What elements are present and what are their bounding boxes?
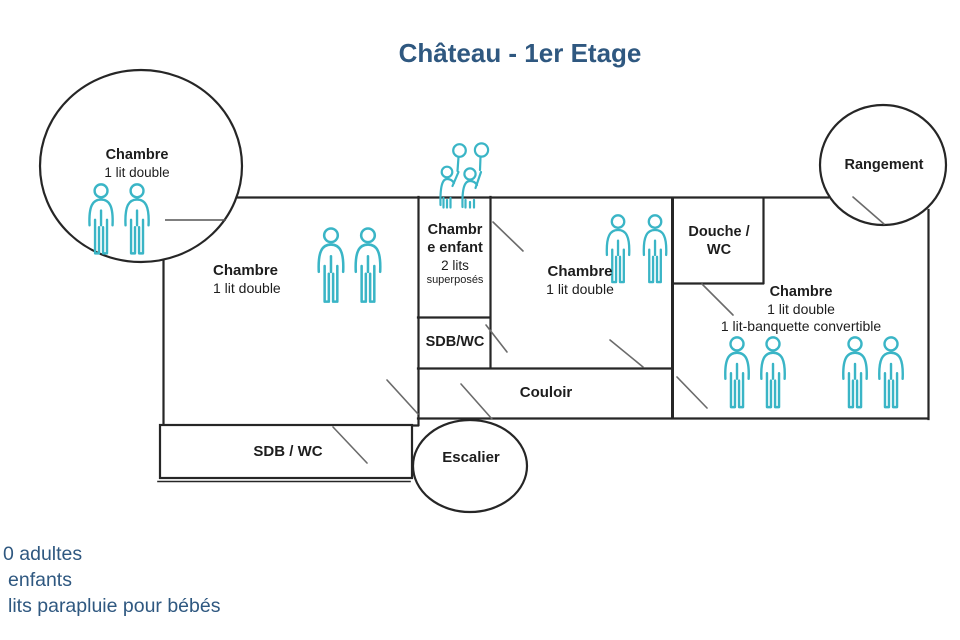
child-head-icon — [463, 167, 477, 181]
chambre-middle-label: Chambre 1 lit double — [546, 262, 614, 298]
chambre-right-label: Chambre 1 lit double 1 lit-banquette con… — [721, 283, 881, 335]
door-swing-line — [609, 339, 644, 368]
chambre-left-label: Chambre 1 lit double — [213, 261, 281, 297]
room-beds-detail: superposés — [426, 274, 484, 286]
chambre-detail-bubble-label: Chambre 1 lit double — [104, 146, 169, 181]
child-arm-icon — [451, 170, 460, 188]
couloir-label: Couloir — [519, 384, 573, 401]
room-name: Chambre — [769, 284, 833, 300]
room-beds: 1 lit double — [767, 301, 835, 317]
child-head-icon — [440, 165, 454, 179]
door-swing-line — [676, 376, 708, 409]
sdb-wc-small-label: SDB/WC — [425, 334, 485, 350]
adult-figure-icon — [317, 227, 345, 303]
door-swing-line — [852, 196, 885, 225]
chambre-enfant-label: Chambr e enfant 2 lits superposés — [427, 221, 484, 287]
balloon-icon — [473, 142, 490, 158]
children-with-balloons-icon — [439, 142, 490, 209]
adult-figure-icon — [724, 336, 750, 409]
adult-figure-icon — [354, 227, 382, 303]
adult-figure-icon — [642, 214, 668, 284]
note-enfants: enfants — [8, 569, 72, 591]
douche-wc-label: Douche / WC — [688, 223, 749, 259]
door-swing-line — [460, 383, 493, 420]
balloon-string — [456, 155, 460, 173]
room-name: Chambre — [105, 147, 169, 163]
escalier-label: Escalier — [442, 449, 500, 466]
door-lines — [332, 196, 885, 464]
sdb-wc-bottom-room — [158, 423, 414, 480]
child-body-icon — [461, 179, 479, 209]
room-beds: 1 lit-banquette convertible — [720, 318, 882, 334]
adult-figure-icon — [842, 336, 868, 409]
room-name: Chambr — [427, 222, 483, 238]
sdb-wc-bottom-label: SDB / WC — [253, 443, 323, 460]
child-arm-icon — [474, 170, 483, 190]
door-swing-line — [701, 283, 734, 316]
room-beds: 1 lit double — [546, 281, 614, 297]
room-name: Chambre — [213, 262, 279, 279]
door-swing-line — [485, 324, 508, 353]
page-title: Château - 1er Etage — [398, 38, 642, 68]
room-name: e enfant — [427, 240, 483, 256]
door-swing-line — [386, 379, 419, 415]
note-adultes: 0 adultes — [3, 543, 83, 565]
balloon-icon — [452, 143, 467, 158]
adult-figure-icon — [760, 336, 786, 409]
rangement-bubble — [818, 103, 948, 227]
adult-figure-icon — [878, 336, 904, 409]
room-beds: 1 lit double — [213, 280, 281, 296]
door-swing-line — [332, 426, 368, 464]
room-beds: 1 lit double — [104, 165, 170, 180]
room-name: Chambre — [547, 263, 613, 280]
rangement-label: Rangement — [844, 157, 924, 173]
walls — [157, 195, 930, 483]
room-name: Douche / — [688, 224, 750, 240]
door-swing-line — [492, 221, 524, 252]
room-name: WC — [706, 242, 732, 258]
balloon-string — [478, 155, 482, 172]
note-lits-parapluie: lits parapluie pour bébés — [8, 595, 221, 617]
room-beds: 2 lits — [441, 258, 469, 273]
child-body-icon — [439, 177, 456, 207]
